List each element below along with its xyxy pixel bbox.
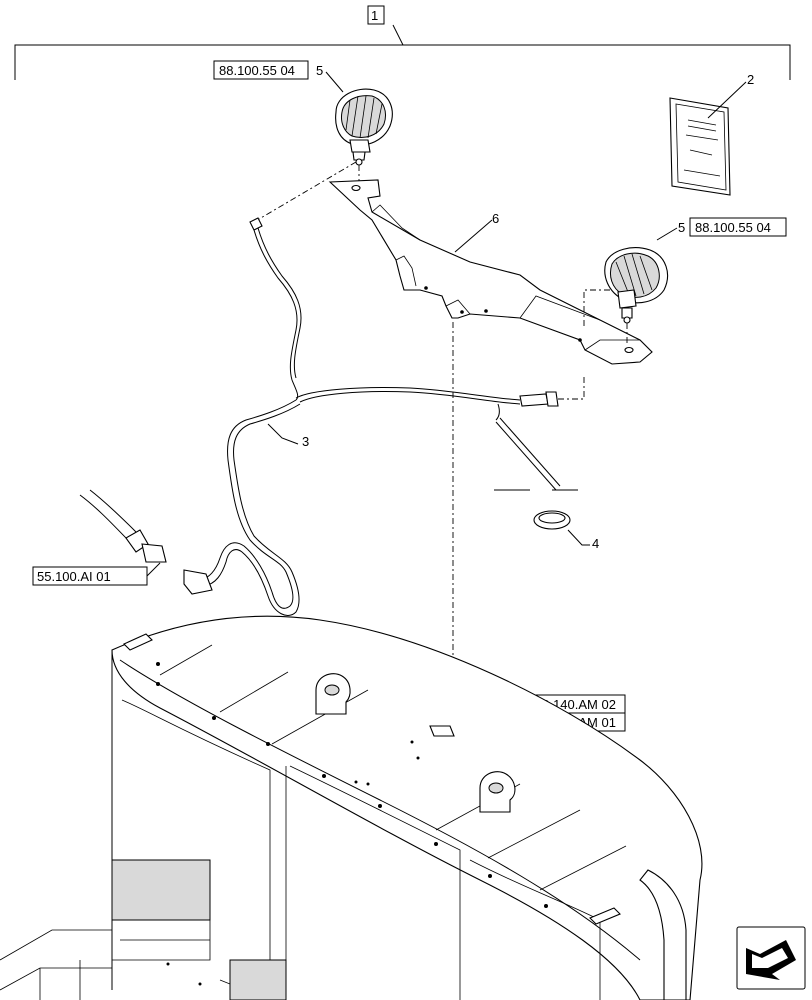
- leader-2: [707, 81, 747, 119]
- lamp-left-axis: [253, 161, 357, 223]
- arrow-next-page-icon[interactable]: [736, 926, 806, 990]
- assembly-bracket: 1: [14, 5, 791, 80]
- callout-5-left: 5: [316, 63, 323, 78]
- leader-6: [454, 219, 493, 253]
- callout-6: 6: [492, 211, 499, 226]
- floor-frame: [0, 929, 112, 1000]
- svg-text:55.100.AI 01: 55.100.AI 01: [37, 569, 111, 584]
- leader-3: [267, 423, 299, 445]
- svg-text:88.100.55 04: 88.100.55 04: [695, 220, 771, 235]
- ref-connector[interactable]: 55.100.AI 01: [32, 566, 148, 586]
- work-lamp-left: [335, 88, 393, 166]
- callout-4: 4: [592, 536, 599, 551]
- cab-structure: [111, 615, 703, 1000]
- leader-connector: [146, 562, 161, 577]
- leader-5-left: [325, 71, 344, 93]
- lamp-bracket: [328, 179, 653, 365]
- instruction-manual: [669, 97, 731, 196]
- svg-text:88.100.55 04: 88.100.55 04: [219, 63, 295, 78]
- ref-lamp-left[interactable]: 88.100.55 04: [213, 60, 309, 80]
- external-harness-connector: [79, 489, 167, 563]
- work-lamp-right: [604, 247, 668, 324]
- ref-lamp-right[interactable]: 88.100.55 04: [689, 217, 787, 237]
- leader-4: [567, 529, 590, 546]
- callout-5-right: 5: [678, 220, 685, 235]
- assembly-number: 1: [371, 8, 378, 23]
- wiring-harness: [183, 217, 585, 616]
- break-symbol: [494, 417, 578, 491]
- callout-2: 2: [747, 72, 754, 87]
- leader-5-right: [656, 227, 678, 241]
- grommet: [533, 510, 571, 530]
- callout-3: 3: [302, 434, 309, 449]
